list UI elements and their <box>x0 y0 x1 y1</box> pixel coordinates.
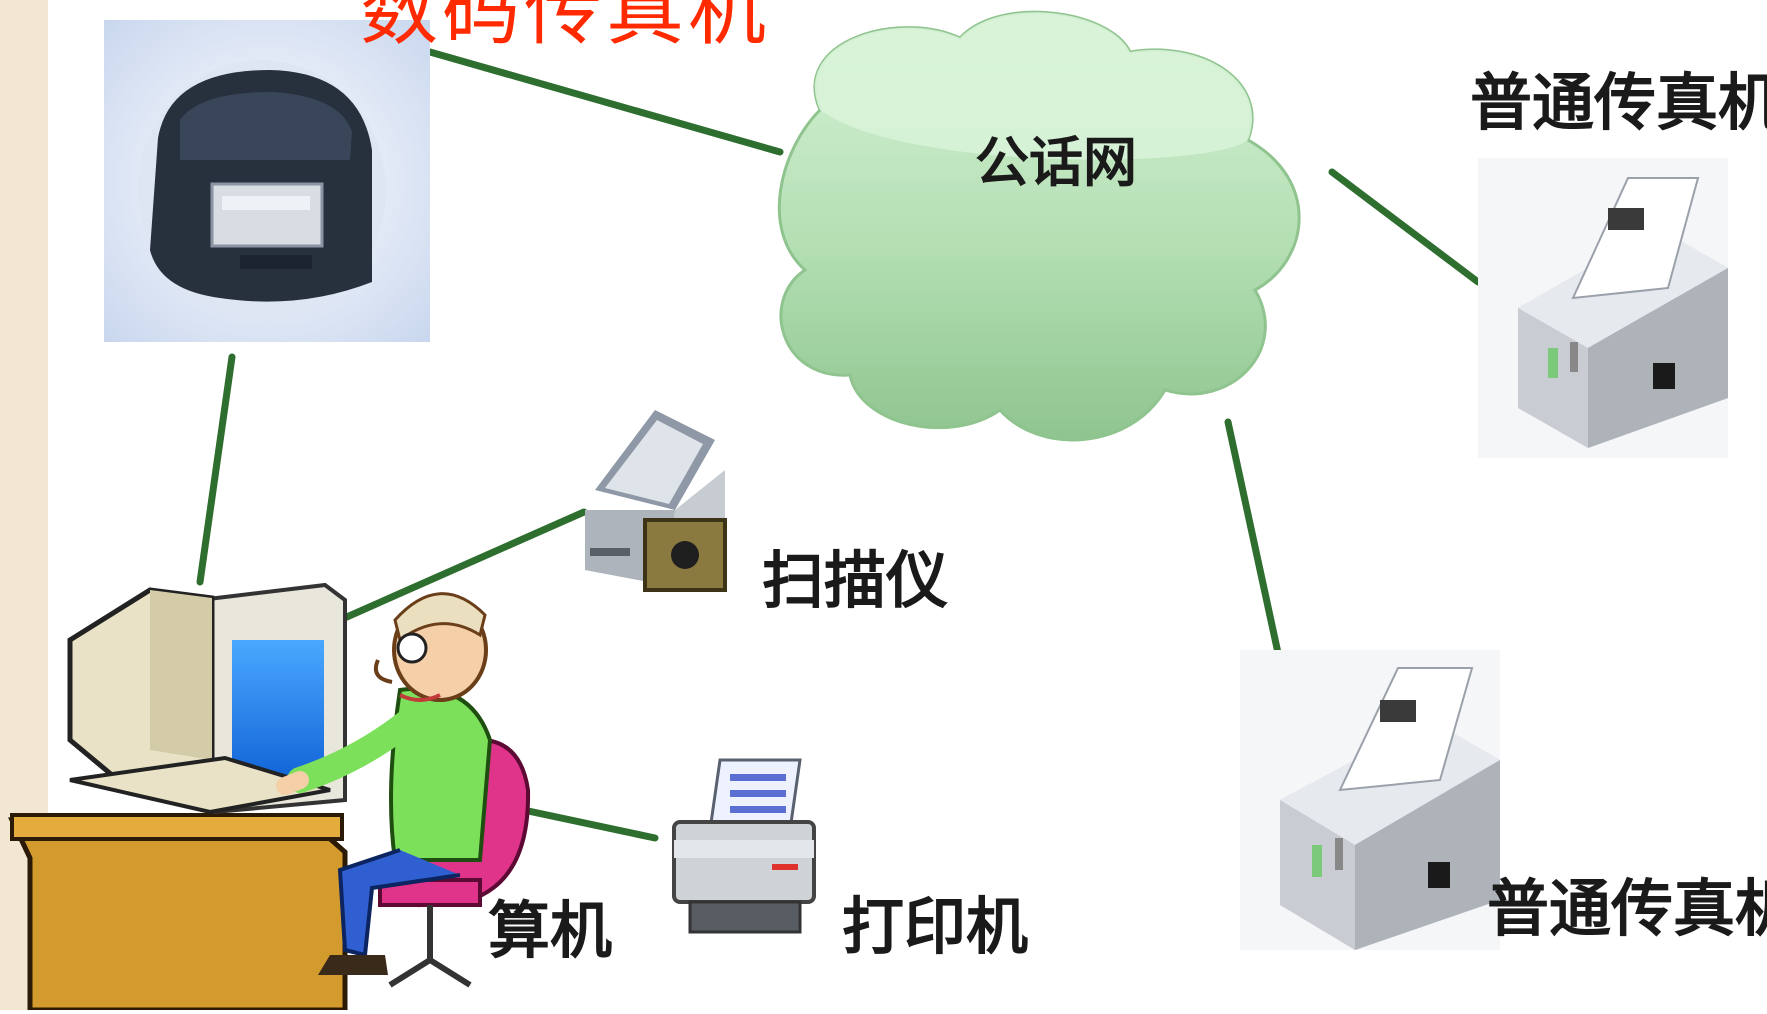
computer-label: 算机 <box>488 894 613 967</box>
fax-bottom-label: 普通传真机 <box>1487 872 1767 945</box>
line-digital-fax-to-computer <box>196 353 236 586</box>
scanner-device <box>585 410 727 592</box>
digital-fax-device <box>104 20 430 342</box>
computer-user-illustration <box>7 582 531 1013</box>
line-digital-fax-to-network <box>426 48 784 156</box>
printer-device <box>672 758 816 934</box>
fax-machine-bottom <box>1240 650 1500 950</box>
fax-machine-top <box>1478 158 1728 458</box>
diagram-title: 数码传真机 <box>360 0 771 56</box>
public-network-cloud <box>777 10 1301 442</box>
network-label: 公话网 <box>975 131 1137 194</box>
line-computer-to-scanner <box>336 508 588 624</box>
scanner-label: 扫描仪 <box>762 544 949 617</box>
connection-lines <box>196 48 1482 842</box>
line-network-to-fax-top <box>1328 168 1482 286</box>
printer-label: 打印机 <box>842 890 1029 963</box>
line-network-to-fax-bottom <box>1224 418 1287 680</box>
fax-top-label: 普通传真机 <box>1470 66 1767 139</box>
